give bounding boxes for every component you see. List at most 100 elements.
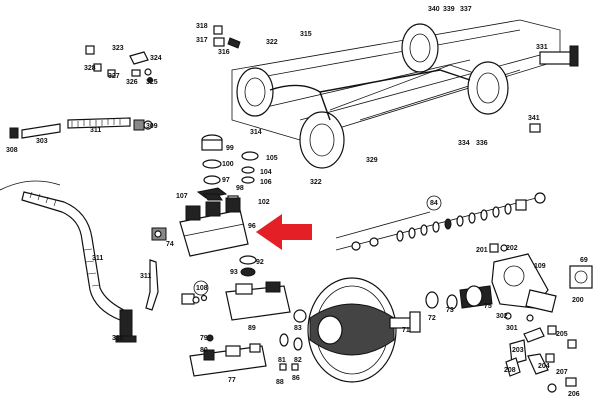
label-77: 77 bbox=[228, 377, 236, 384]
label-308: 308 bbox=[6, 147, 18, 154]
label-69: 69 bbox=[580, 257, 588, 264]
label-106: 106 bbox=[260, 179, 272, 186]
part-341 bbox=[529, 123, 541, 133]
label-316: 316 bbox=[218, 49, 230, 56]
label-329: 329 bbox=[366, 157, 378, 164]
label-302: 302 bbox=[496, 313, 508, 320]
label-336: 336 bbox=[476, 140, 488, 147]
label-303: 303 bbox=[36, 138, 48, 145]
fitting-74 bbox=[151, 227, 167, 241]
label-107: 107 bbox=[176, 193, 188, 200]
label-310: 310 bbox=[112, 335, 124, 342]
label-208: 208 bbox=[504, 367, 516, 374]
label-205: 205 bbox=[556, 331, 568, 338]
label-105: 105 bbox=[266, 155, 278, 162]
label-83: 83 bbox=[294, 325, 302, 332]
label-314: 314 bbox=[250, 129, 262, 136]
label-98: 98 bbox=[236, 185, 244, 192]
label-301: 301 bbox=[506, 325, 518, 332]
label-328: 328 bbox=[84, 65, 96, 72]
label-73: 73 bbox=[446, 307, 454, 314]
front-wheel-left bbox=[236, 67, 274, 117]
part-98 bbox=[203, 193, 223, 201]
brake-booster-71 bbox=[307, 277, 421, 383]
label-97: 97 bbox=[222, 177, 230, 184]
callout-labels: 318 317 316 322 315 340 339 337 331 323 … bbox=[6, 6, 588, 398]
pedal-linkage bbox=[504, 312, 577, 393]
fitting-108 bbox=[181, 293, 208, 305]
label-309: 309 bbox=[146, 123, 158, 130]
label-201: 201 bbox=[476, 247, 488, 254]
hose-311-long bbox=[0, 180, 130, 321]
label-72: 72 bbox=[428, 315, 436, 322]
front-wheel-right bbox=[299, 111, 345, 169]
label-84: 84 bbox=[430, 200, 438, 207]
rear-wheel-left bbox=[401, 23, 439, 73]
label-109: 109 bbox=[534, 263, 546, 270]
label-204: 204 bbox=[538, 363, 550, 370]
label-334: 334 bbox=[458, 140, 470, 147]
label-317: 317 bbox=[196, 37, 208, 44]
label-322-bottom: 322 bbox=[310, 179, 322, 186]
fitting-310 bbox=[115, 309, 137, 343]
gasket-200 bbox=[569, 265, 593, 289]
label-100: 100 bbox=[222, 161, 234, 168]
label-331: 331 bbox=[536, 44, 548, 51]
label-315: 315 bbox=[300, 31, 312, 38]
master-cylinder-77 bbox=[189, 334, 267, 377]
label-341: 341 bbox=[528, 115, 540, 122]
label-340: 340 bbox=[428, 6, 440, 13]
label-102: 102 bbox=[258, 199, 270, 206]
small-seals bbox=[279, 309, 307, 371]
label-339: 339 bbox=[443, 6, 455, 13]
label-96: 96 bbox=[248, 223, 256, 230]
label-203: 203 bbox=[512, 347, 524, 354]
label-311-upper: 311 bbox=[90, 127, 101, 134]
label-311-mid: 311 bbox=[92, 255, 103, 262]
parts-72-73-75 bbox=[425, 285, 493, 310]
label-311-short: 311 bbox=[140, 273, 151, 280]
label-89: 89 bbox=[248, 325, 256, 332]
label-88: 88 bbox=[276, 379, 284, 386]
label-207: 207 bbox=[556, 369, 568, 376]
label-86: 86 bbox=[292, 375, 300, 382]
rear-wheel-right bbox=[467, 61, 509, 115]
hose-303 bbox=[9, 123, 61, 139]
label-200: 200 bbox=[572, 297, 584, 304]
pushrod-assembly-84 bbox=[335, 192, 546, 251]
seal-92-93 bbox=[239, 255, 257, 277]
label-80: 80 bbox=[200, 347, 208, 354]
reservoir-89 bbox=[225, 281, 291, 321]
label-81: 81 bbox=[278, 357, 286, 364]
label-327: 327 bbox=[108, 73, 120, 80]
label-318: 318 bbox=[196, 23, 208, 30]
hose-311-upper bbox=[67, 117, 131, 129]
master-valve-body bbox=[179, 197, 249, 257]
label-206: 206 bbox=[568, 391, 580, 398]
hose-311-short bbox=[145, 259, 159, 311]
chassis-frame bbox=[231, 19, 561, 141]
label-104: 104 bbox=[260, 169, 272, 176]
label-325: 325 bbox=[146, 79, 158, 86]
label-108: 108 bbox=[196, 285, 208, 292]
label-323: 323 bbox=[112, 45, 124, 52]
clip-parts-group bbox=[85, 25, 241, 83]
label-92: 92 bbox=[256, 259, 264, 266]
highlight-arrow bbox=[256, 214, 312, 250]
label-75: 75 bbox=[484, 303, 492, 310]
label-71: 71 bbox=[402, 327, 410, 334]
label-82: 82 bbox=[294, 357, 302, 364]
label-93: 93 bbox=[230, 269, 238, 276]
label-322-top: 322 bbox=[266, 39, 278, 46]
fitting-309 bbox=[133, 119, 153, 131]
label-337: 337 bbox=[460, 6, 472, 13]
label-99: 99 bbox=[226, 145, 234, 152]
label-324: 324 bbox=[150, 55, 162, 62]
label-79: 79 bbox=[200, 335, 208, 342]
label-202: 202 bbox=[506, 245, 518, 252]
brake-line-routing bbox=[269, 69, 471, 121]
housing-109 bbox=[491, 253, 557, 313]
callout-rings bbox=[193, 195, 442, 296]
